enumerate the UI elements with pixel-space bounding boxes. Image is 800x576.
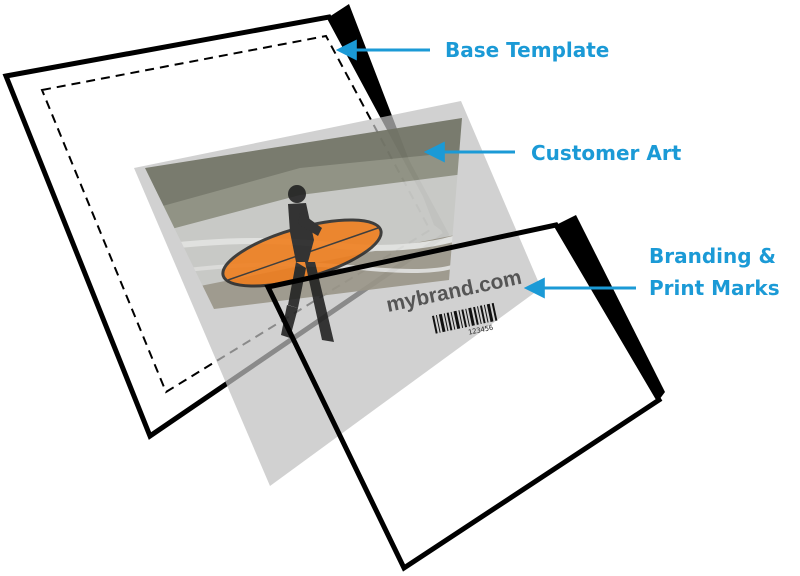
barcode: 123456 xyxy=(432,302,498,337)
customer-art-layer xyxy=(134,101,541,486)
branding-frame-shadow xyxy=(556,215,665,400)
label-base-template: Base Template xyxy=(445,38,609,62)
branding-frame xyxy=(264,222,663,572)
callouts: Base Template Customer Art Branding & Pr… xyxy=(335,38,780,300)
label-branding-line1: Branding & xyxy=(649,244,776,268)
label-branding-line2: Print Marks xyxy=(649,276,780,300)
label-customer-art: Customer Art xyxy=(531,141,682,165)
